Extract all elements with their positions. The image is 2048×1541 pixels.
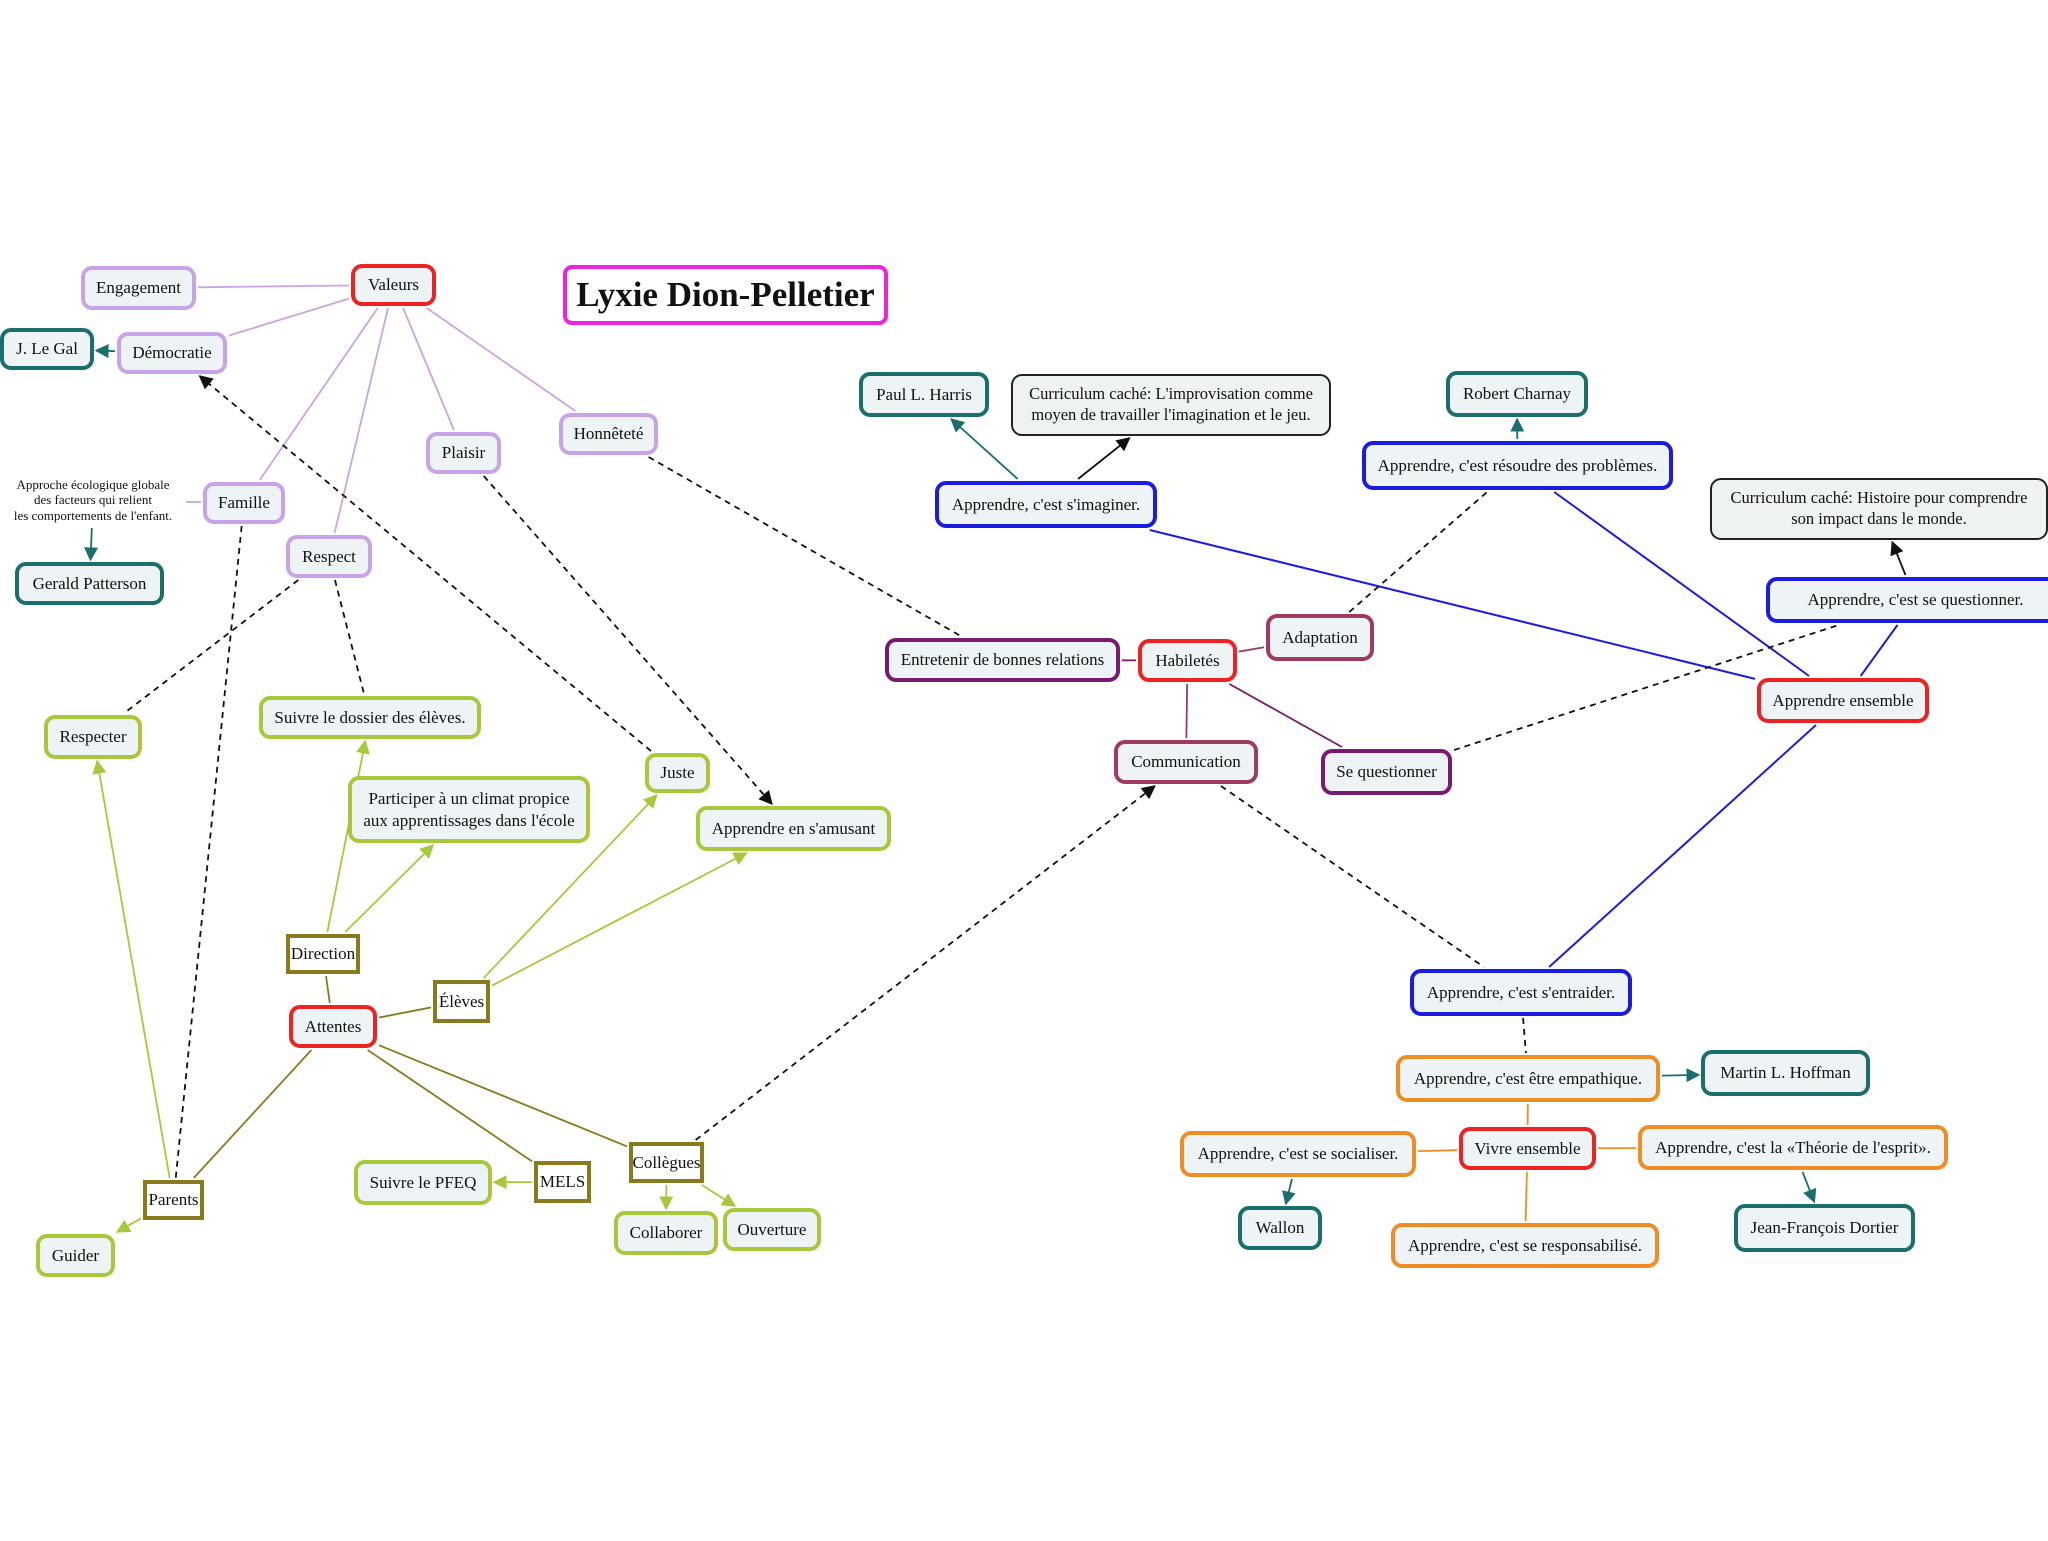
edge-attentes-to-mels <box>367 1049 533 1163</box>
node-imaginer[interactable]: Apprendre, c'est s'imaginer. <box>935 481 1157 528</box>
edge-attentes-to-direction <box>325 975 331 1004</box>
edge-communication-to-entraider <box>1220 785 1485 968</box>
edge-parents-to-guider <box>115 1217 142 1233</box>
edge-ensemble-to-entraider <box>1548 724 1817 968</box>
node-direction[interactable]: Direction <box>286 934 360 974</box>
edge-socialiser-to-wallon <box>1282 1178 1296 1206</box>
edge-valeurs-to-engagement <box>197 284 350 289</box>
node-valeurs[interactable]: Valeurs <box>351 264 436 306</box>
node-eleves[interactable]: Élèves <box>433 980 490 1023</box>
node-responsabilise[interactable]: Apprendre, c'est se responsabilisé. <box>1391 1223 1659 1268</box>
node-socialiser[interactable]: Apprendre, c'est se socialiser. <box>1180 1131 1416 1177</box>
node-collaborer[interactable]: Collaborer <box>614 1211 718 1255</box>
node-habiletes[interactable]: Habiletés <box>1138 639 1237 682</box>
node-robert[interactable]: Robert Charnay <box>1446 371 1588 417</box>
node-engagement[interactable]: Engagement <box>81 266 196 310</box>
edge-vivre-to-socialiser <box>1417 1149 1458 1153</box>
edge-imaginer-to-curric1 <box>1077 437 1131 480</box>
map-title: Lyxie Dion-Pelletier <box>563 265 888 325</box>
node-se-questionner[interactable]: Se questionner <box>1321 749 1452 795</box>
node-gerald[interactable]: Gerald Patterson <box>15 562 164 605</box>
edge-approche-to-gerald <box>84 527 99 562</box>
edge-theorie-to-dortier <box>1801 1171 1817 1204</box>
edge-ensemble-to-resoudre <box>1553 491 1810 677</box>
edge-eleves-to-apprendre-amusant <box>491 852 748 987</box>
node-democratie[interactable]: Démocratie <box>117 332 227 374</box>
node-suivre-pfeq[interactable]: Suivre le PFEQ <box>354 1160 492 1205</box>
node-dortier[interactable]: Jean-François Dortier <box>1734 1204 1915 1252</box>
node-wallon[interactable]: Wallon <box>1238 1206 1322 1250</box>
edge-vivre-to-responsabilise <box>1524 1171 1528 1222</box>
edge-valeurs-to-respect <box>333 307 389 534</box>
edge-valeurs-to-famille <box>259 307 379 481</box>
edge-respect-to-respecter <box>123 579 299 714</box>
edge-imaginer-to-paul <box>950 418 1019 480</box>
node-ouverture[interactable]: Ouverture <box>723 1208 821 1251</box>
edge-eleves-to-juste <box>483 793 658 979</box>
node-ensemble[interactable]: Apprendre ensemble <box>1757 678 1929 723</box>
edge-honnetete-to-entretenir <box>648 456 962 637</box>
node-respect[interactable]: Respect <box>286 535 372 578</box>
edge-collegues-to-ouverture <box>701 1184 737 1207</box>
edge-ensemble-to-questionner <box>1859 624 1899 677</box>
node-apprendre-amusant[interactable]: Apprendre en s'amusant <box>696 806 891 851</box>
edge-questionner-to-curric2 <box>1890 540 1907 576</box>
node-paul[interactable]: Paul L. Harris <box>859 372 989 417</box>
edge-democratie-to-jlegal <box>94 343 116 358</box>
edge-empathique-to-hoffman <box>1661 1068 1701 1083</box>
node-honnetete[interactable]: Honnêteté <box>559 413 658 455</box>
node-entretenir[interactable]: Entretenir de bonnes relations <box>885 638 1120 682</box>
edge-valeurs-to-democratie <box>228 297 350 337</box>
edge-valeurs-to-plaisir <box>402 307 455 431</box>
edge-collegues-to-communication <box>695 785 1156 1141</box>
node-collegues[interactable]: Collègues <box>629 1142 704 1183</box>
node-resoudre[interactable]: Apprendre, c'est résoudre des problèmes. <box>1362 441 1673 490</box>
node-adaptation[interactable]: Adaptation <box>1266 614 1374 661</box>
edge-famille-to-parents <box>174 525 243 1179</box>
edge-habiletes-to-adaptation <box>1238 646 1265 653</box>
edge-juste-to-democratie <box>198 375 652 752</box>
edge-parents-to-respecter <box>92 759 171 1179</box>
edge-se-questionner-to-questionner <box>1453 624 1839 751</box>
node-jlegal[interactable]: J. Le Gal <box>0 328 94 370</box>
node-empathique[interactable]: Apprendre, c'est être empathique. <box>1396 1055 1660 1102</box>
node-guider[interactable]: Guider <box>36 1234 115 1277</box>
node-plaisir[interactable]: Plaisir <box>426 432 501 474</box>
node-questionner[interactable]: Apprendre, c'est se questionner. <box>1766 577 2048 623</box>
node-curric2[interactable]: Curriculum caché: Histoire pour comprend… <box>1710 478 2048 540</box>
node-communication[interactable]: Communication <box>1114 740 1258 784</box>
edge-attentes-to-collegues <box>378 1044 628 1148</box>
edge-attentes-to-eleves <box>378 1006 432 1019</box>
node-juste[interactable]: Juste <box>645 753 710 793</box>
edge-direction-to-suivre-dossier <box>326 739 370 933</box>
edge-ensemble-to-imaginer <box>1149 529 1756 680</box>
node-suivre-dossier[interactable]: Suivre le dossier des élèves. <box>259 696 481 739</box>
node-entraider[interactable]: Apprendre, c'est s'entraider. <box>1410 969 1632 1016</box>
node-respecter[interactable]: Respecter <box>44 715 142 759</box>
node-mels[interactable]: MELS <box>534 1161 591 1203</box>
edge-direction-to-participer <box>344 844 435 933</box>
edge-adaptation-to-resoudre <box>1348 491 1488 613</box>
edge-plaisir-to-apprendre-amusant <box>483 475 773 806</box>
node-theorie[interactable]: Apprendre, c'est la «Théorie de l'esprit… <box>1638 1125 1948 1170</box>
edge-respect-to-suivre-dossier <box>334 579 365 695</box>
node-parents[interactable]: Parents <box>143 1180 204 1220</box>
edge-entraider-to-empathique <box>1522 1017 1527 1054</box>
node-vivre[interactable]: Vivre ensemble <box>1459 1127 1596 1170</box>
edge-valeurs-to-honnetete <box>426 307 576 412</box>
edge-habiletes-to-communication <box>1185 683 1189 739</box>
node-attentes[interactable]: Attentes <box>289 1005 377 1048</box>
edge-habiletes-to-se-questionner <box>1229 683 1343 748</box>
edge-attentes-to-parents <box>193 1049 313 1179</box>
node-famille[interactable]: Famille <box>203 482 285 524</box>
node-hoffman[interactable]: Martin L. Hoffman <box>1701 1050 1870 1096</box>
